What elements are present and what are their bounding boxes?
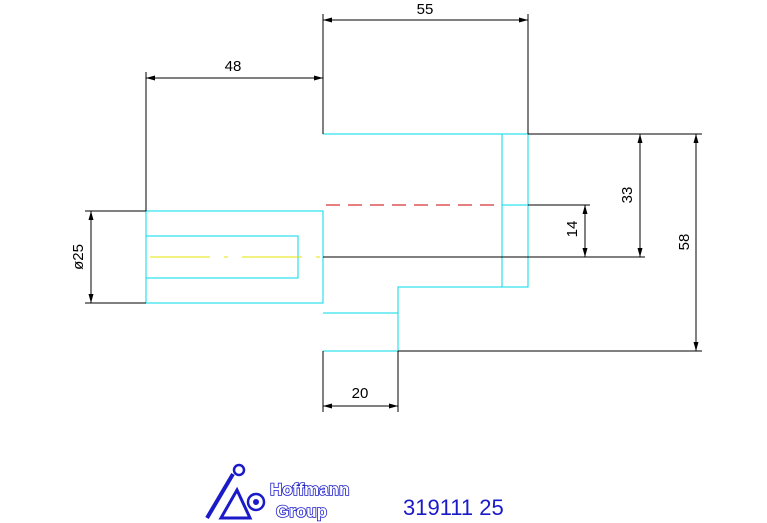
logo-line-2: Group [276, 502, 327, 521]
dim-shank-diameter: ø25 [70, 244, 87, 270]
head-outline [323, 133, 529, 352]
dim-bottom-width: 20 [352, 385, 369, 402]
dim-step-height: 33 [619, 187, 636, 204]
dim-total-height: 58 [676, 234, 693, 251]
hoffmann-logo-icon [205, 463, 266, 520]
logo-line-1: Hoffmann [270, 480, 349, 499]
part-number: 319111 25 [403, 495, 504, 520]
dimension-lines [85, 14, 702, 412]
dim-top-width: 55 [417, 1, 434, 18]
dim-center-offset: 14 [564, 221, 581, 238]
part-outline [145, 133, 529, 352]
dim-shank-length: 48 [225, 58, 242, 75]
